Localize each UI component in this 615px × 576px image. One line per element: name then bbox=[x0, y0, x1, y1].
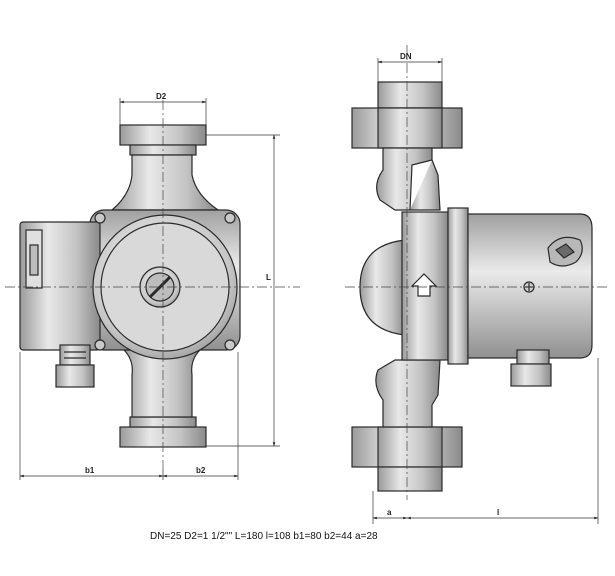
front-terminal-latch bbox=[29, 244, 39, 276]
side-view bbox=[351, 81, 593, 492]
b2-label: b2 bbox=[196, 466, 206, 475]
front-screw-tl bbox=[94, 212, 106, 224]
front-screw-tr bbox=[224, 212, 236, 224]
front-center-lines bbox=[5, 100, 300, 470]
front-cable-gland bbox=[59, 344, 91, 366]
front-bottom-neck bbox=[122, 349, 202, 418]
front-dimensions bbox=[19, 98, 280, 480]
side-volute bbox=[359, 239, 406, 336]
side-dimensions bbox=[372, 58, 599, 524]
side-bottom-neck bbox=[375, 359, 441, 428]
front-top-neck bbox=[110, 154, 220, 211]
front-view bbox=[19, 124, 241, 448]
flow-arrow-icon bbox=[410, 273, 438, 297]
dimension-spec-text: DN=25 D2=1 1/2"" L=180 l=108 b1=80 b2=44… bbox=[150, 531, 378, 542]
front-screw-bl bbox=[94, 339, 106, 351]
side-cable-gland-nut bbox=[510, 363, 552, 387]
d2-label: D2 bbox=[156, 92, 167, 101]
l-label: l bbox=[497, 508, 499, 517]
front-screw-br bbox=[224, 339, 236, 351]
side-bottom-union-cap bbox=[377, 466, 443, 492]
side-top-neck bbox=[376, 147, 433, 211]
dn-label: DN bbox=[400, 52, 412, 61]
front-cable-gland-nut bbox=[55, 364, 95, 388]
side-center-lines bbox=[345, 45, 610, 500]
side-cable-gland bbox=[516, 349, 550, 365]
b1-label: b1 bbox=[85, 466, 95, 475]
a-label: a bbox=[387, 508, 392, 517]
side-flange-rim bbox=[447, 207, 469, 365]
side-top-union-cap bbox=[377, 81, 443, 109]
L-label: L bbox=[266, 273, 271, 282]
